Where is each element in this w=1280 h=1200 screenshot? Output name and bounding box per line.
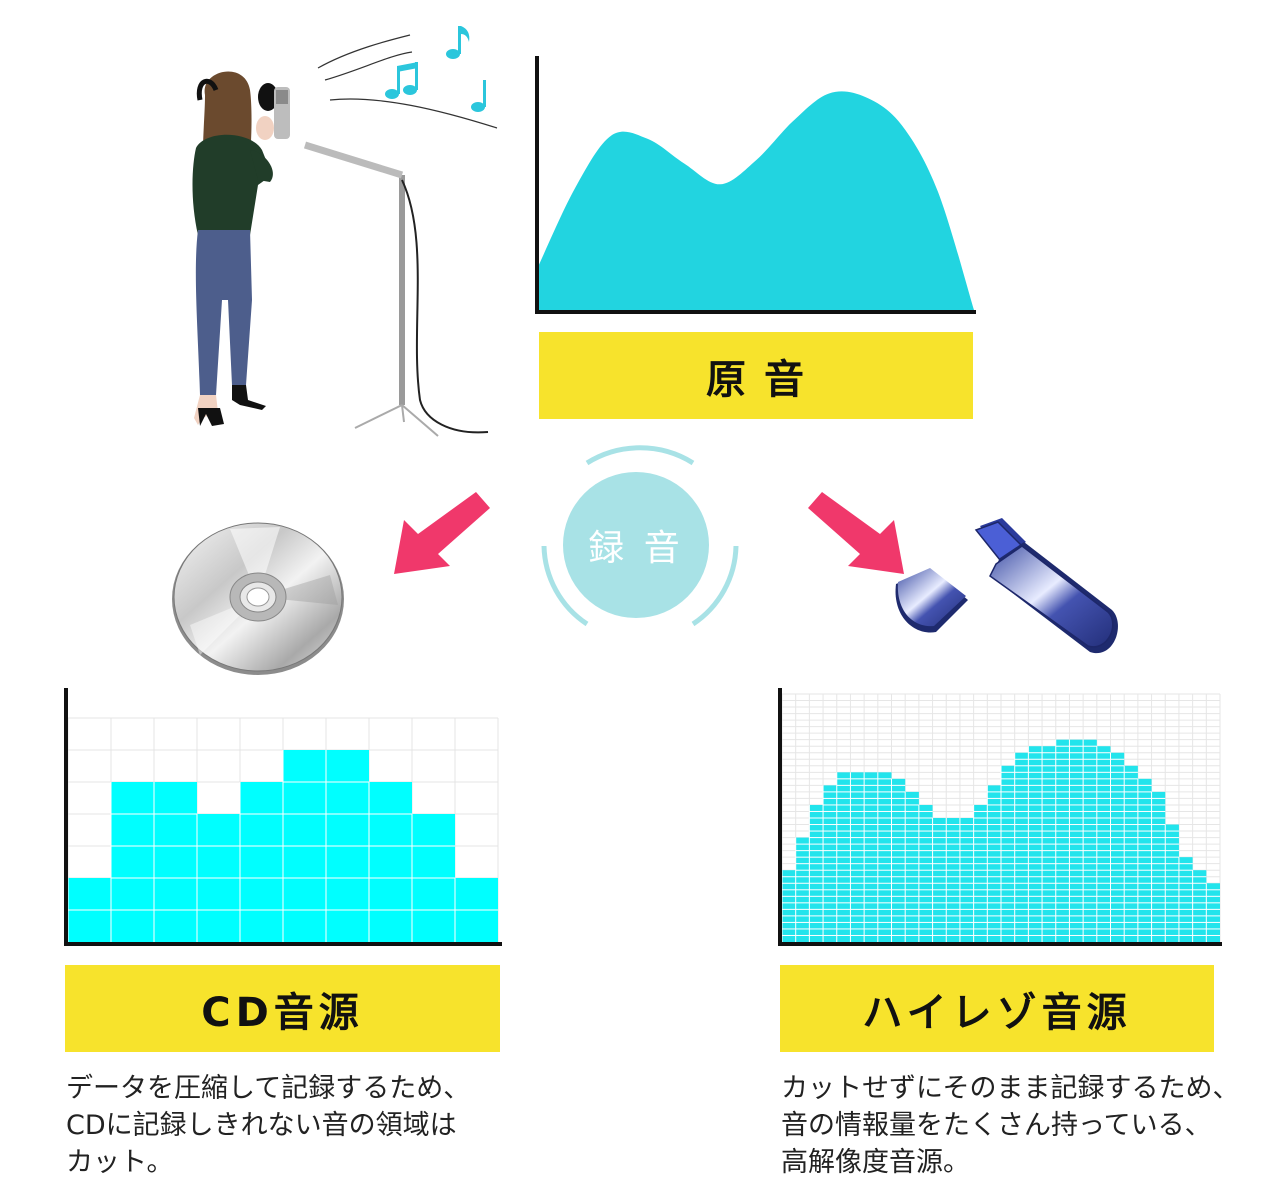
hires-bar [1123,765,1138,942]
music-note-icon [471,80,486,112]
original-wave-area [539,91,974,310]
hires-bar [1178,857,1193,942]
hires-bar [1082,739,1097,942]
arrow-down-right-icon [808,492,904,574]
cd-bar [153,782,197,942]
cd-source-label-text: CD音源 [201,989,364,1036]
hires-bar [1041,746,1056,942]
usb-flash-drive-icon [895,518,1118,654]
cd-description: データを圧縮して記録するため、 CDに記録しきれない音の領域は カット。 [66,1070,470,1181]
cd-bar [454,878,498,942]
original-wave-chart [535,56,976,314]
hires-bar [781,870,796,942]
hires-sampling-chart [778,688,1222,946]
compact-disc-icon [172,522,344,675]
cd-bar [325,750,369,942]
cd-sampling-chart [64,688,502,946]
cd-bar [411,814,455,942]
hires-description-line: カットせずにそのまま記録するため、 [781,1073,1240,1104]
cd-bar [282,750,326,942]
hires-bar [1027,746,1043,942]
recording-ring [585,445,695,466]
arrow-down-left-icon [394,492,490,574]
recording-label: 録 音 [563,517,709,573]
cd-bar [239,782,283,942]
hires-bar [1000,765,1015,942]
cd-bar [196,814,240,942]
cd-bar [67,878,111,942]
recording-circle [563,472,709,618]
hires-bar [836,772,851,942]
hires-bar [1068,739,1084,942]
hires-bar [849,772,865,942]
hires-bar [1164,824,1179,942]
hires-bar [1192,870,1207,942]
music-note-icon [385,62,418,99]
sound-line [317,34,411,69]
hires-bar [959,818,974,942]
hires-description-line: 高解像度音源。 [781,1147,970,1178]
hires-source-label: ハイレゾ音源 [780,965,1214,1052]
hires-bar [1110,752,1125,942]
recording-ring [691,545,739,627]
hires-bar [863,772,878,942]
singer-illustration [192,26,498,437]
original-sound-label: 原 音 [539,332,973,419]
hires-description: カットせずにそのまま記録するため、 音の情報量をたくさん持っている、 高解像度音… [781,1070,1239,1181]
hires-bar [973,804,988,942]
hires-bar [1096,746,1111,942]
hires-source-label-text: ハイレゾ音源 [862,989,1132,1036]
sound-line [329,98,498,129]
cd-description-line: カット。 [66,1147,174,1178]
hires-bar [1205,883,1220,942]
cd-bar [110,782,154,942]
hires-description-line: 音の情報量をたくさん持っている、 [781,1110,1212,1141]
hires-bar [1055,739,1070,942]
sound-line [324,51,413,81]
hires-bar [1151,791,1166,942]
cd-description-line: CDに記録しきれない音の領域は [66,1110,457,1141]
hires-bar [918,804,933,942]
hires-bar [891,778,906,942]
hires-bar [904,791,919,942]
hires-bar [986,785,1001,942]
cd-description-line: データを圧縮して記録するため、 [66,1073,471,1104]
hires-bar [1137,778,1152,942]
music-note-icon [446,26,470,59]
hires-bar [877,772,892,942]
hires-bar [932,818,947,942]
recording-ring [541,545,589,627]
hires-bar [945,818,960,942]
hires-bar [795,837,810,942]
hires-bar [808,804,824,942]
hires-bar [822,785,837,942]
original-sound-label-text: 原 音 [706,356,806,403]
cd-source-label: CD音源 [65,965,500,1052]
cd-bar [368,782,412,942]
recording-label-text: 録 音 [588,528,684,569]
hires-bar [1014,752,1029,942]
recording-badge [541,445,739,627]
